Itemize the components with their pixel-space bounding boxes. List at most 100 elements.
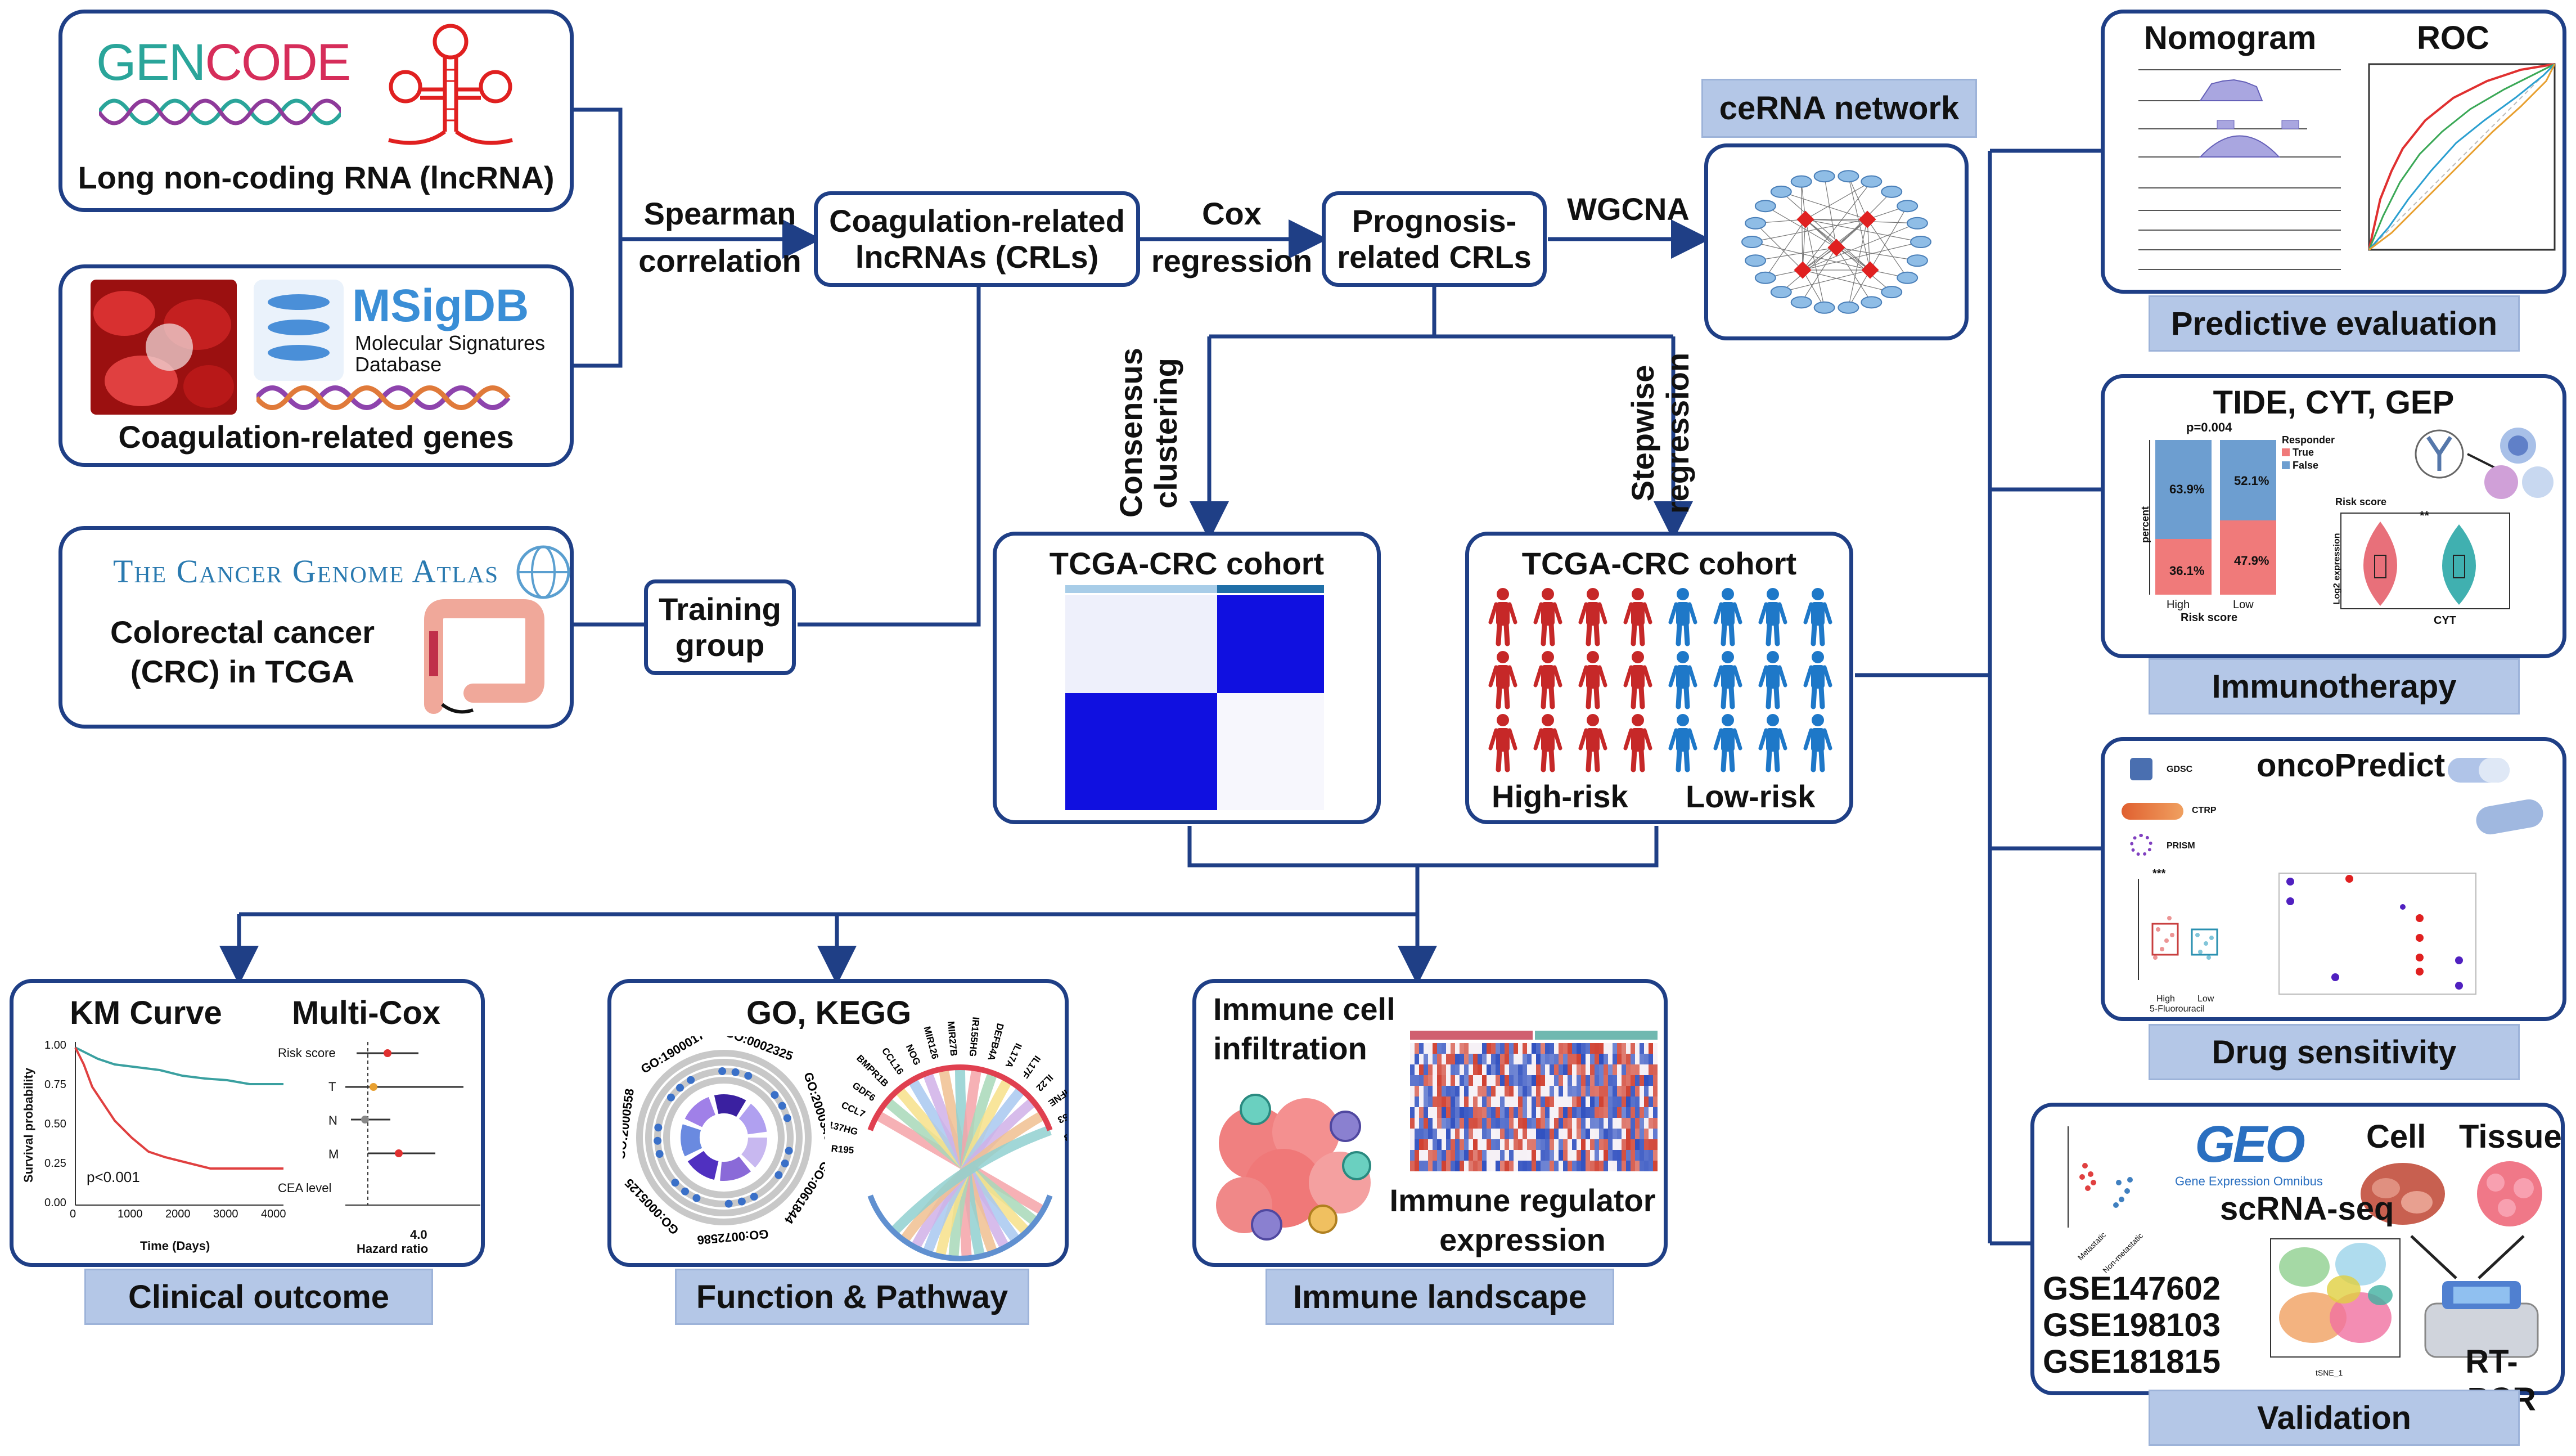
high-risk-person-icon [1533,588,1562,646]
heatmap-cell [1563,1054,1568,1064]
mirna-node [1827,239,1845,257]
heatmap-cell [1527,1043,1532,1054]
heatmap-cell [1640,1161,1644,1171]
heatmap-cell [1496,1064,1500,1075]
heatmap-cell [1496,1129,1500,1139]
heatmap-cell [1505,1097,1509,1107]
heatmap-cell [1559,1043,1563,1054]
heatmap-cell [1559,1086,1563,1097]
heatmap-cell [1437,1129,1442,1139]
heatmap-cell [1608,1064,1613,1075]
heatmap-cell [1532,1075,1536,1086]
tsne-cluster-plot [2270,1238,2401,1358]
heatmap-cell [1613,1086,1617,1097]
crl-line1: Coagulation-related [829,203,1125,239]
heatmap-cell [1518,1043,1523,1054]
heatmap-cell [1545,1161,1550,1171]
go-gene-dot [785,1147,793,1155]
prog-line2: related CRLs [1337,239,1532,275]
heatmap-cell [1437,1086,1442,1097]
heatmap-cell [1500,1150,1505,1161]
go-gene-dot [781,1159,789,1167]
heatmap-cell [1469,1054,1473,1064]
go-gene-dot [771,1091,779,1099]
lncrna-node [1881,286,1903,299]
heatmap-cell [1469,1150,1473,1161]
heatmap-cell [1622,1107,1626,1118]
heatmap-cell [1419,1097,1424,1107]
heatmap-cell [1550,1086,1554,1097]
heatmap-cell [1482,1107,1487,1118]
heatmap-cell [1617,1118,1622,1129]
go-gene-dot [676,1084,684,1092]
heatmap-cell [1640,1150,1644,1161]
heatmap-cell [1541,1150,1545,1161]
heatmap-cell [1604,1161,1608,1171]
heatmap-cell [1631,1161,1635,1171]
heatmap-cell [1491,1107,1496,1118]
heatmap-cell [1433,1107,1437,1118]
fluorouracil-label: 5-Fluorouracil [2150,1004,2205,1014]
heatmap-cell [1626,1129,1631,1139]
heatmap-cell [1532,1043,1536,1054]
heatmap-cell [1505,1129,1509,1139]
heatmap-cell [1473,1161,1478,1171]
heatmap-cell [1644,1150,1649,1161]
go-gene-dot [744,1072,753,1080]
heatmap-cell [1460,1161,1464,1171]
heatmap-cell [1509,1054,1514,1064]
heatmap-cell [1554,1139,1559,1150]
heatmap-cell [1496,1097,1500,1107]
crc-line2: (CRC) in TCGA [130,654,355,689]
heatmap-cell [1473,1129,1478,1139]
heatmap-cell [1433,1075,1437,1086]
heatmap-cell [1523,1150,1527,1161]
heatmap-cell [1559,1097,1563,1107]
heatmap-cell [1590,1064,1595,1075]
cox-row-label: CEA level [278,1181,332,1195]
heatmap-cell [1487,1064,1491,1075]
heatmap-cell [1482,1161,1487,1171]
heatmap-cell [1586,1107,1590,1118]
heatmap-cell [1599,1107,1604,1118]
cerna-network-graph [1741,170,1931,314]
go-gene-dot [778,1102,786,1110]
heatmap-cell [1478,1043,1482,1054]
heatmap-cell [1572,1139,1577,1150]
heatmap-cell [1631,1107,1635,1118]
metastasis-dotplot [2068,1126,2133,1228]
heatmap-cell [1500,1064,1505,1075]
heatmap-cell [1442,1139,1446,1150]
km-x-tick: 3000 [213,1208,238,1220]
go-gene-dot [654,1124,663,1132]
heatmap-cell [1523,1064,1527,1075]
heatmap-cell [1518,1107,1523,1118]
heatmap-cell [1532,1097,1536,1107]
heatmap-cell [1545,1086,1550,1097]
heatmap-cell [1491,1064,1496,1075]
go-track-ring [636,1050,812,1225]
heatmap-cell [1604,1064,1608,1075]
heatmap-cell [1410,1129,1415,1139]
cerna-banner: ceRNA network [1701,79,1977,138]
heatmap-cell [1554,1075,1559,1086]
heatmap-cell [1428,1150,1433,1161]
heatmap-cell [1586,1075,1590,1086]
heatmap-cell [1608,1150,1613,1161]
heatmap-cell [1410,1150,1415,1161]
gse3-label: GSE181815 [2043,1343,2221,1380]
heatmap-cell [1478,1161,1482,1171]
heatmap-cell [1410,1107,1415,1118]
heatmap-cell [1487,1161,1491,1171]
heatmap-cell [1635,1086,1640,1097]
heatmap-cell [1586,1064,1590,1075]
heatmap-cell [1608,1129,1613,1139]
heatmap-cell [1514,1129,1518,1139]
spearman-label-2: correlation [638,243,801,278]
high-risk-label: High-risk [1492,779,1628,814]
heatmap-cell [1622,1043,1626,1054]
heatmap-cell [1653,1054,1658,1064]
heatmap-cell [1473,1086,1478,1097]
heatmap-cell [1487,1054,1491,1064]
heatmap-cell [1460,1064,1464,1075]
